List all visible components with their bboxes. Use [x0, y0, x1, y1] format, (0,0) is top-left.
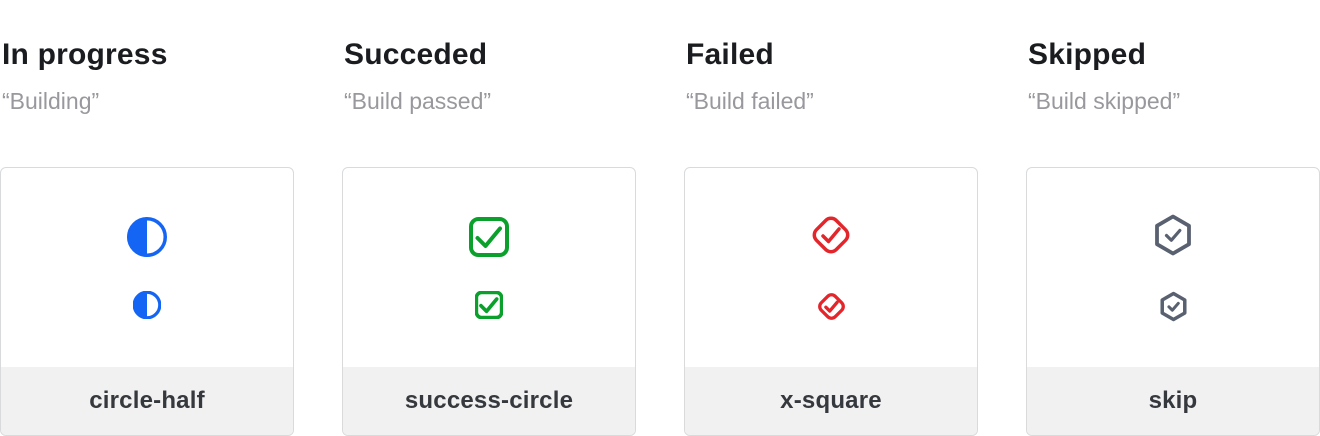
column-header: In progress “Building” [0, 0, 294, 167]
icon-card-body [1, 168, 293, 367]
icon-card-x-square: x-square [684, 167, 978, 436]
icon-name-label: success-circle [404, 387, 574, 414]
icon-card-footer: skip [1027, 367, 1319, 435]
status-title: Skipped [1028, 38, 1147, 71]
status-quote: “Build passed” [344, 88, 492, 114]
status-quote: “Building” [2, 88, 100, 114]
icon-name-label: skip [1148, 387, 1198, 414]
circle-half-icon-large [127, 217, 167, 257]
status-title: In progress [2, 38, 168, 71]
status-title: Failed [686, 38, 774, 71]
status-title: Succeded [344, 38, 488, 71]
skip-icon-small [1158, 291, 1189, 322]
icon-card-success-circle: success-circle [342, 167, 636, 436]
success-circle-icon-small [475, 291, 503, 319]
icon-card-circle-half: circle-half [0, 167, 294, 436]
column-header: Skipped “Build skipped” [1026, 0, 1320, 167]
circle-half-icon-small [133, 291, 161, 319]
column-header: Failed “Build failed” [684, 0, 978, 167]
icon-card-footer: x-square [685, 367, 977, 435]
status-quote: “Build failed” [686, 88, 814, 114]
skip-icon-large [1151, 213, 1195, 257]
icon-card-body [343, 168, 635, 367]
status-column-in-progress: In progress “Building” [0, 0, 294, 436]
status-column-succeeded: Succeded “Build passed” [342, 0, 636, 436]
column-header: Succeded “Build passed” [342, 0, 636, 167]
icon-card-skip: skip [1026, 167, 1320, 436]
icon-name-label: circle-half [89, 387, 205, 414]
icon-name-label: x-square [780, 387, 882, 414]
status-column-failed: Failed “Build failed” x [684, 0, 978, 436]
x-square-icon-large [809, 213, 853, 257]
icon-card-footer: circle-half [1, 367, 293, 435]
status-column-skipped: Skipped “Build skipped” [1026, 0, 1320, 436]
success-circle-icon-large [469, 217, 509, 257]
icon-card-body [1027, 168, 1319, 367]
icon-card-body [685, 168, 977, 367]
x-square-icon-small [816, 291, 847, 322]
status-quote: “Build skipped” [1028, 88, 1181, 114]
icon-card-footer: success-circle [343, 367, 635, 435]
